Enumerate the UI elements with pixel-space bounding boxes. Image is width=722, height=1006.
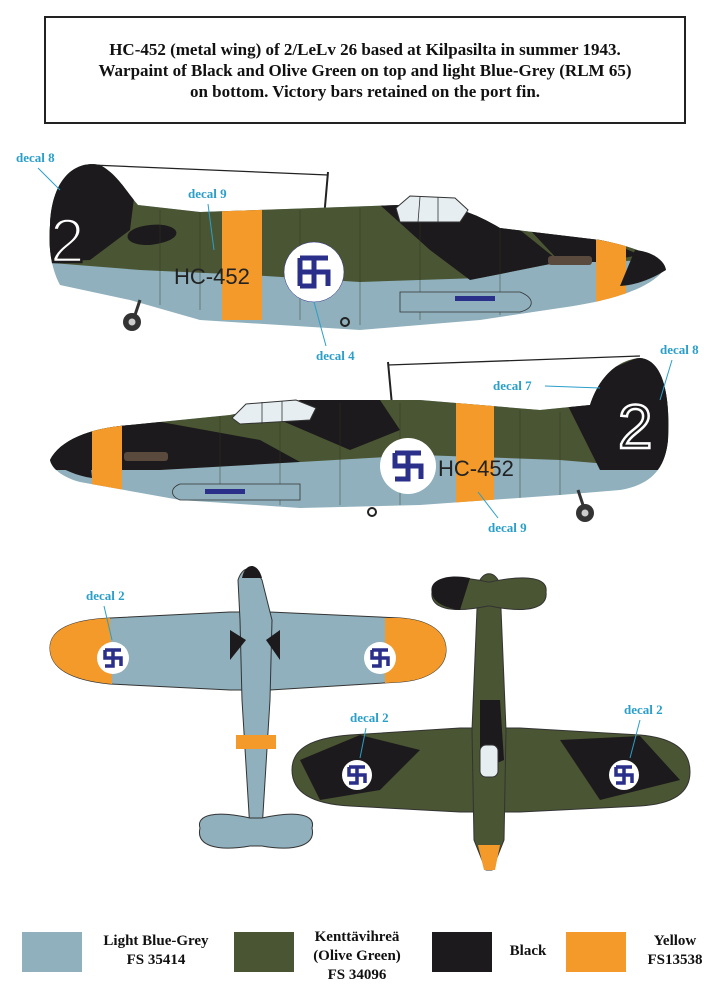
starboard-profile: HC-452 2 decal 8 decal 9 decal 4 [16, 150, 666, 363]
fuselage-serial: HC-452 [174, 264, 250, 289]
exhaust-stubs [124, 452, 168, 461]
legend-swatch-black [432, 932, 492, 972]
legend-label-light-blue-grey: Light Blue-Grey FS 35414 [103, 933, 209, 968]
callout-decal-2-a: decal 2 [86, 588, 125, 603]
antenna-mast [387, 361, 393, 406]
legend-label-black: Black [509, 943, 547, 959]
legend-swatch-yellow [566, 932, 626, 972]
canopy [231, 399, 317, 425]
fin-number: 2 [50, 207, 84, 276]
port-profile: HC-452 2 decal 7 decal 8 decal 9 [50, 342, 699, 535]
caption-box: HC-452 (metal wing) of 2/LeLv 26 based a… [44, 16, 686, 124]
spinner [50, 438, 92, 478]
callout-decal-4: decal 4 [316, 348, 355, 363]
underside-plan-view: decal 2 [49, 566, 447, 849]
cowling-yellow [92, 420, 122, 500]
caption-line-3: on bottom. Victory bars retained on the … [189, 81, 541, 101]
fuselage-band [222, 200, 262, 320]
callout-decal-8-top: decal 8 [16, 150, 55, 165]
legend-swatch-light-blue-grey [22, 932, 82, 972]
legend-swatch-olive-green [234, 932, 294, 972]
fin-number: 2 [618, 393, 652, 462]
antenna-wire [387, 355, 641, 366]
fuselage-serial: HC-452 [438, 456, 514, 481]
cowling-yellow [596, 235, 626, 315]
legend-label-olive-green: Kenttävihreä (Olive Green) FS 34096 [313, 929, 401, 983]
caption-line-2: Warpaint of Black and Olive Green on top… [98, 60, 632, 80]
canopy [395, 195, 469, 223]
callout-decal-9-bottom: decal 9 [488, 520, 527, 535]
callout-decal-2-c: decal 2 [624, 702, 663, 717]
callout-decal-8-right: decal 8 [660, 342, 699, 357]
legend-label-yellow: Yellow FS13538 [647, 933, 703, 968]
callout-decal-9-top: decal 9 [188, 186, 227, 201]
top-plan-view: decal 2 decal 2 [291, 573, 691, 871]
antenna-wire [91, 164, 329, 176]
fuselage-band [456, 400, 494, 508]
callout-decal-2-b: decal 2 [350, 710, 389, 725]
caption-line-1: HC-452 (metal wing) of 2/LeLv 26 based a… [109, 39, 621, 59]
exhaust-stubs [548, 256, 592, 265]
spinner [620, 250, 666, 286]
callout-decal-7: decal 7 [493, 378, 532, 393]
